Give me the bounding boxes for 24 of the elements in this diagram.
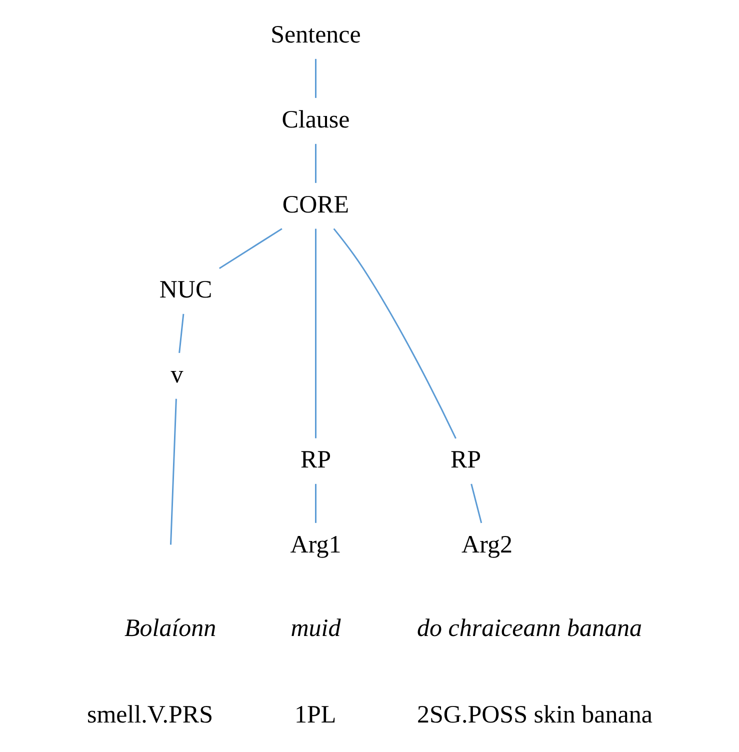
- connector: [219, 228, 282, 270]
- node-text: Clause: [282, 106, 350, 134]
- connector: [315, 58, 316, 98]
- connector: [315, 484, 316, 523]
- label: Bolaíonn: [124, 615, 216, 642]
- connector: [178, 314, 184, 354]
- connector: [470, 484, 482, 524]
- connector: [170, 398, 177, 545]
- node-text: CORE: [282, 191, 350, 218]
- node-text: Arg1: [290, 531, 342, 558]
- connector: [315, 228, 316, 438]
- node-text: Sentence: [270, 21, 361, 48]
- label: muid: [290, 615, 341, 642]
- connector: [333, 228, 456, 439]
- label: 1PL: [294, 701, 336, 728]
- node-text: RP: [300, 446, 332, 474]
- node-text: v: [170, 361, 184, 388]
- node-text: RP: [450, 446, 482, 474]
- label: do chraiceann banana: [417, 615, 642, 642]
- node-text: NUC: [159, 276, 212, 304]
- connector: [315, 144, 316, 183]
- node-text: Arg2: [462, 531, 512, 558]
- label: 2SG.POSS skin banana: [417, 701, 652, 728]
- label: smell.V.PRS: [87, 701, 213, 728]
